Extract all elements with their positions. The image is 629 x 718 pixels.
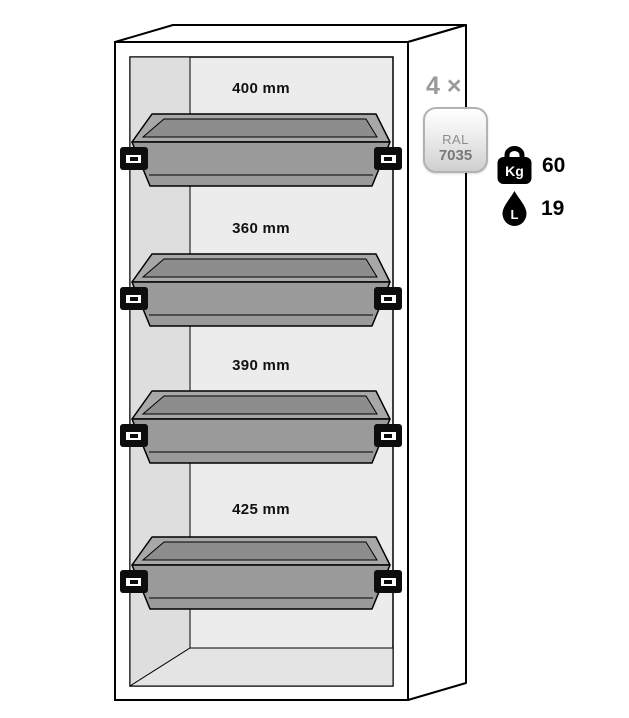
pullout-shelf-4: [119, 536, 403, 610]
ral-label: RAL: [442, 132, 469, 147]
weight-capacity-spec: Kg 60: [496, 146, 565, 186]
quantity-label: 4 ×: [426, 72, 462, 100]
ral-color-badge: RAL 7035: [423, 107, 488, 173]
shelf-dimension-label-1: 400 mm: [232, 80, 290, 97]
shelf-dimension-label-4: 425 mm: [232, 501, 290, 518]
weight-unit-label: Kg: [505, 163, 524, 179]
pullout-shelf-3: [119, 390, 403, 464]
pullout-shelf-1: [119, 113, 403, 187]
weight-icon: Kg: [497, 146, 532, 184]
weight-value: 60: [542, 154, 566, 177]
volume-capacity-spec: L 19: [500, 190, 564, 227]
shelf-dimension-label-3: 390 mm: [232, 357, 290, 374]
interior-floor: [129, 647, 394, 687]
shelf-dimension-label-2: 360 mm: [232, 220, 290, 237]
ral-code: 7035: [438, 147, 473, 164]
pullout-shelf-2: [119, 253, 403, 327]
volume-drop-icon: L: [502, 191, 527, 226]
volume-unit-label: L: [511, 207, 519, 222]
volume-value: 19: [541, 196, 565, 220]
